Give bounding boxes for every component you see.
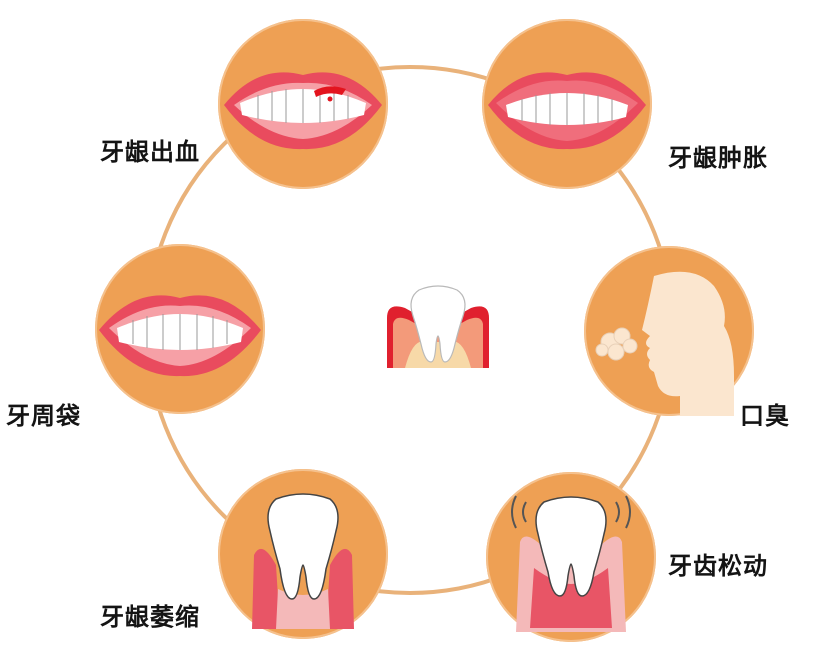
symptom-bad-breath-label: 口臭 [740, 402, 790, 430]
symptom-periodontal-pocket-circle [95, 244, 265, 414]
symptom-loose-teeth-label: 牙齿松动 [668, 552, 768, 580]
symptom-swollen-gums-label: 牙龈肿胀 [668, 144, 768, 172]
receding-gum-tooth-icon [252, 493, 354, 629]
bleeding-gum-mouth-icon [224, 72, 382, 150]
symptom-gum-recession-label: 牙龈萎缩 [100, 603, 200, 631]
symptom-bad-breath-circle [584, 246, 754, 416]
symptom-gum-recession-circle [218, 469, 388, 639]
symptom-bleeding-gums-circle [218, 19, 388, 189]
bad-breath-head-icon [595, 271, 734, 416]
periodontal-pocket-mouth-icon [99, 295, 261, 377]
swollen-gum-mouth-icon [488, 72, 646, 150]
symptom-bleeding-gums-label: 牙龈出血 [100, 138, 200, 166]
symptom-swollen-gums-circle [482, 19, 652, 189]
symptom-periodontal-pocket-label: 牙周袋 [6, 402, 81, 430]
center-tooth-icon [387, 285, 489, 368]
loose-tooth-icon [511, 495, 631, 632]
symptom-loose-teeth-circle [486, 472, 656, 642]
